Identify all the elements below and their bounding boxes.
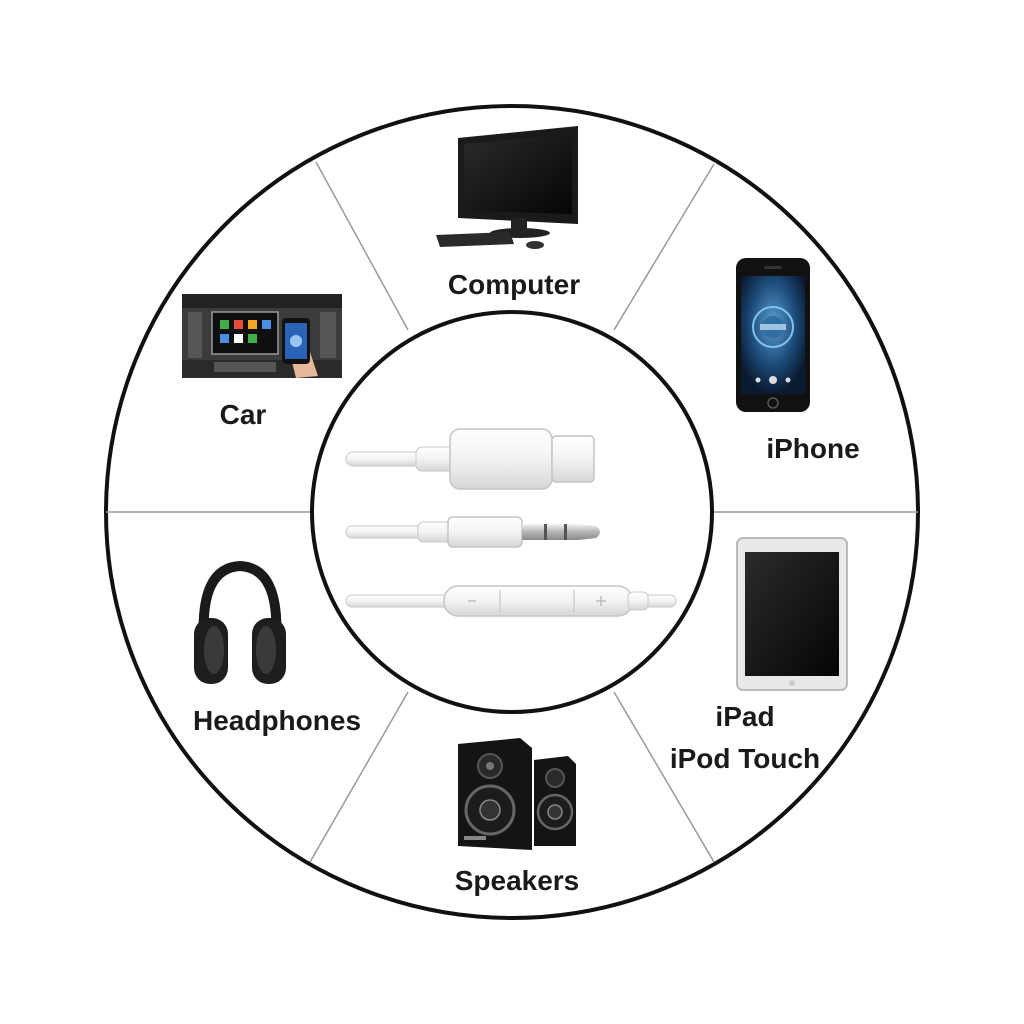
- label-ipod-touch: iPod Touch: [670, 743, 820, 774]
- label-headphones: Headphones: [193, 705, 361, 736]
- car-dashboard-icon: [182, 294, 342, 378]
- computer-icon: [436, 126, 578, 249]
- lightning-cable-icon: [345, 428, 595, 490]
- speakers-icon: [458, 738, 576, 850]
- aux-plug-icon: [345, 516, 600, 548]
- label-computer: Computer: [448, 269, 580, 300]
- label-speakers: Speakers: [455, 865, 580, 896]
- inner-ring: [310, 310, 714, 714]
- inline-remote-icon: [345, 585, 677, 617]
- iphone-icon: [736, 258, 810, 412]
- headphones-icon: [194, 560, 286, 684]
- ipad-icon: [736, 537, 848, 691]
- label-iphone: iPhone: [766, 433, 859, 464]
- label-ipad: iPad: [715, 701, 774, 732]
- sector-dividers: [106, 161, 918, 863]
- label-car: Car: [220, 399, 267, 430]
